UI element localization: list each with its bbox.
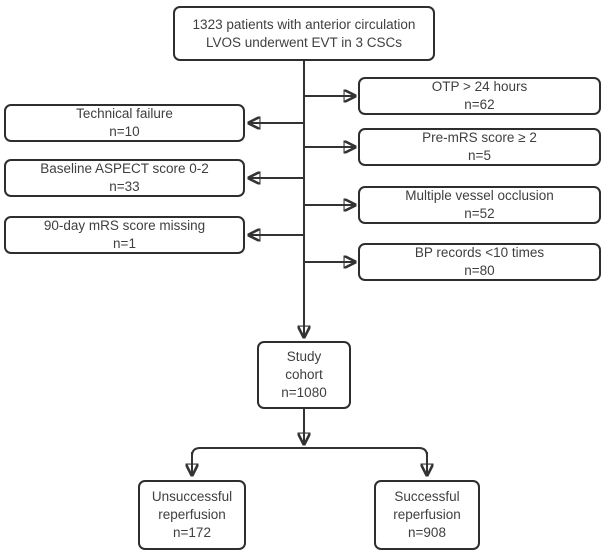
exclusion-label: Baseline ASPECT score 0-2	[40, 161, 209, 176]
outcome-line1: Unsuccessful	[151, 489, 233, 504]
exclusion-count: n=80	[464, 263, 495, 278]
exclusion-box-bprecords: BP records <10 times n=80	[358, 243, 601, 281]
split-bar	[191, 447, 428, 457]
cohort-line2: cohort	[285, 367, 323, 382]
top-box-enrollment: 1323 patients with anterior circulation …	[173, 6, 435, 61]
exclusion-box-multivessel: Multiple vessel occlusion n=52	[358, 186, 601, 224]
cohort-line1: Study	[286, 349, 322, 364]
outcome-count: n=172	[173, 525, 211, 540]
exclusion-count: n=33	[109, 179, 140, 194]
exclusion-count: n=5	[468, 148, 491, 163]
exclusion-box-otp: OTP > 24 hours n=62	[358, 77, 601, 115]
outcome-line2: reperfusion	[393, 507, 461, 522]
exclusion-label: OTP > 24 hours	[431, 79, 528, 94]
exclusion-label: 90-day mRS score missing	[43, 218, 206, 233]
exclusion-box-premrs: Pre-mRS score ≥ 2 n=5	[358, 128, 601, 166]
exclusion-count: n=1	[113, 236, 136, 251]
cohort-count: n=1080	[281, 385, 327, 400]
top-box-line2: LVOS underwent EVT in 3 CSCs	[205, 34, 403, 50]
outcome-box-unsuccessful: Unsuccessful reperfusion n=172	[138, 480, 246, 550]
exclusion-count: n=52	[464, 206, 495, 221]
study-cohort-box: Study cohort n=1080	[257, 341, 351, 409]
exclusion-count: n=62	[464, 97, 495, 112]
top-box-line1: 1323 patients with anterior circulation	[192, 16, 416, 32]
exclusion-box-aspect: Baseline ASPECT score 0-2 n=33	[4, 159, 245, 197]
exclusion-label: Technical failure	[76, 106, 173, 121]
exclusion-box-mrs-missing: 90-day mRS score missing n=1	[4, 216, 245, 254]
exclusion-label: Pre-mRS score ≥ 2	[422, 130, 537, 145]
outcome-box-successful: Successful reperfusion n=908	[374, 480, 480, 550]
outcome-count: n=908	[408, 525, 446, 540]
exclusion-label: Multiple vessel occlusion	[405, 188, 554, 203]
outcome-line1: Successful	[394, 489, 460, 504]
exclusion-count: n=10	[109, 124, 140, 139]
exclusion-label: BP records <10 times	[414, 245, 545, 260]
exclusion-box-technical-failure: Technical failure n=10	[4, 104, 245, 142]
outcome-line2: reperfusion	[158, 507, 226, 522]
